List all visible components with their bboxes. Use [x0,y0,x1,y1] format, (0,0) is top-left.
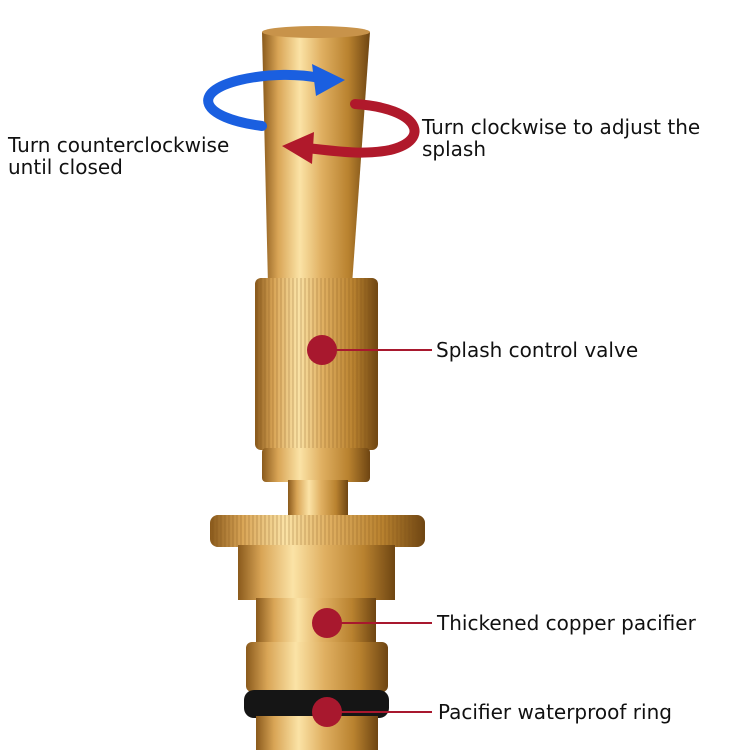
waterproof-ring-label: Pacifier waterproof ring [438,700,672,724]
counterclockwise-arrow [203,69,325,131]
label-line: until closed [8,155,123,179]
marker-dot [312,697,342,727]
label-line: splash [422,137,487,161]
clockwise-arrow [300,99,420,158]
clockwise-label: Turn clockwise to adjust the splash [422,116,700,160]
marker-dot [307,335,337,365]
blue-arrowhead-icon [312,64,345,96]
marker-dot [312,608,342,638]
splash-valve-label: Splash control valve [436,338,639,362]
red-arrowhead-icon [282,132,314,164]
nozzle-tip [262,28,370,285]
copper-pacifier-label: Thickened copper pacifier [437,611,696,635]
label-line: Turn counterclockwise [8,133,230,157]
counterclockwise-label: Turn counterclockwise until closed [8,134,229,178]
label-line: Turn clockwise to adjust the [422,115,701,139]
